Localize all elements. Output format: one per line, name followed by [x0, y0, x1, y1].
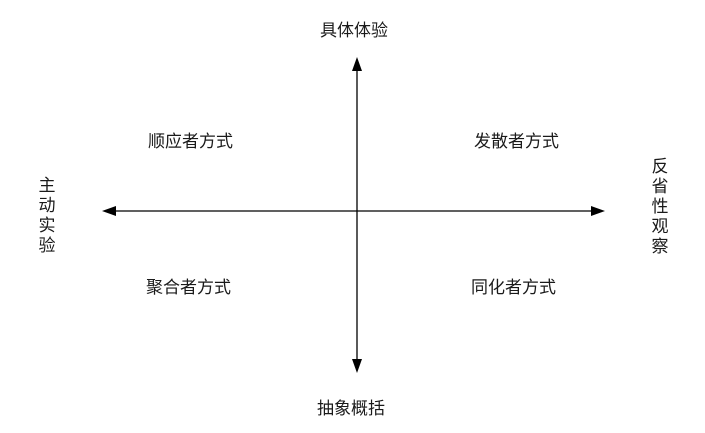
- axis-label-right: 反省性观察: [651, 157, 669, 257]
- arrow-left-icon: [102, 206, 116, 216]
- axis-label-top: 具体体验: [320, 21, 388, 41]
- quadrant-label-top-left: 顺应者方式: [148, 132, 233, 152]
- quadrant-label-bottom-left: 聚合者方式: [146, 278, 231, 298]
- arrow-up-icon: [352, 57, 362, 71]
- axis-label-left: 主动实验: [38, 176, 56, 256]
- quadrant-label-top-right: 发散者方式: [474, 132, 559, 152]
- arrow-down-icon: [352, 359, 362, 373]
- axis-label-bottom: 抽象概括: [317, 399, 385, 419]
- quadrant-label-bottom-right: 同化者方式: [471, 278, 556, 298]
- arrow-right-icon: [591, 206, 605, 216]
